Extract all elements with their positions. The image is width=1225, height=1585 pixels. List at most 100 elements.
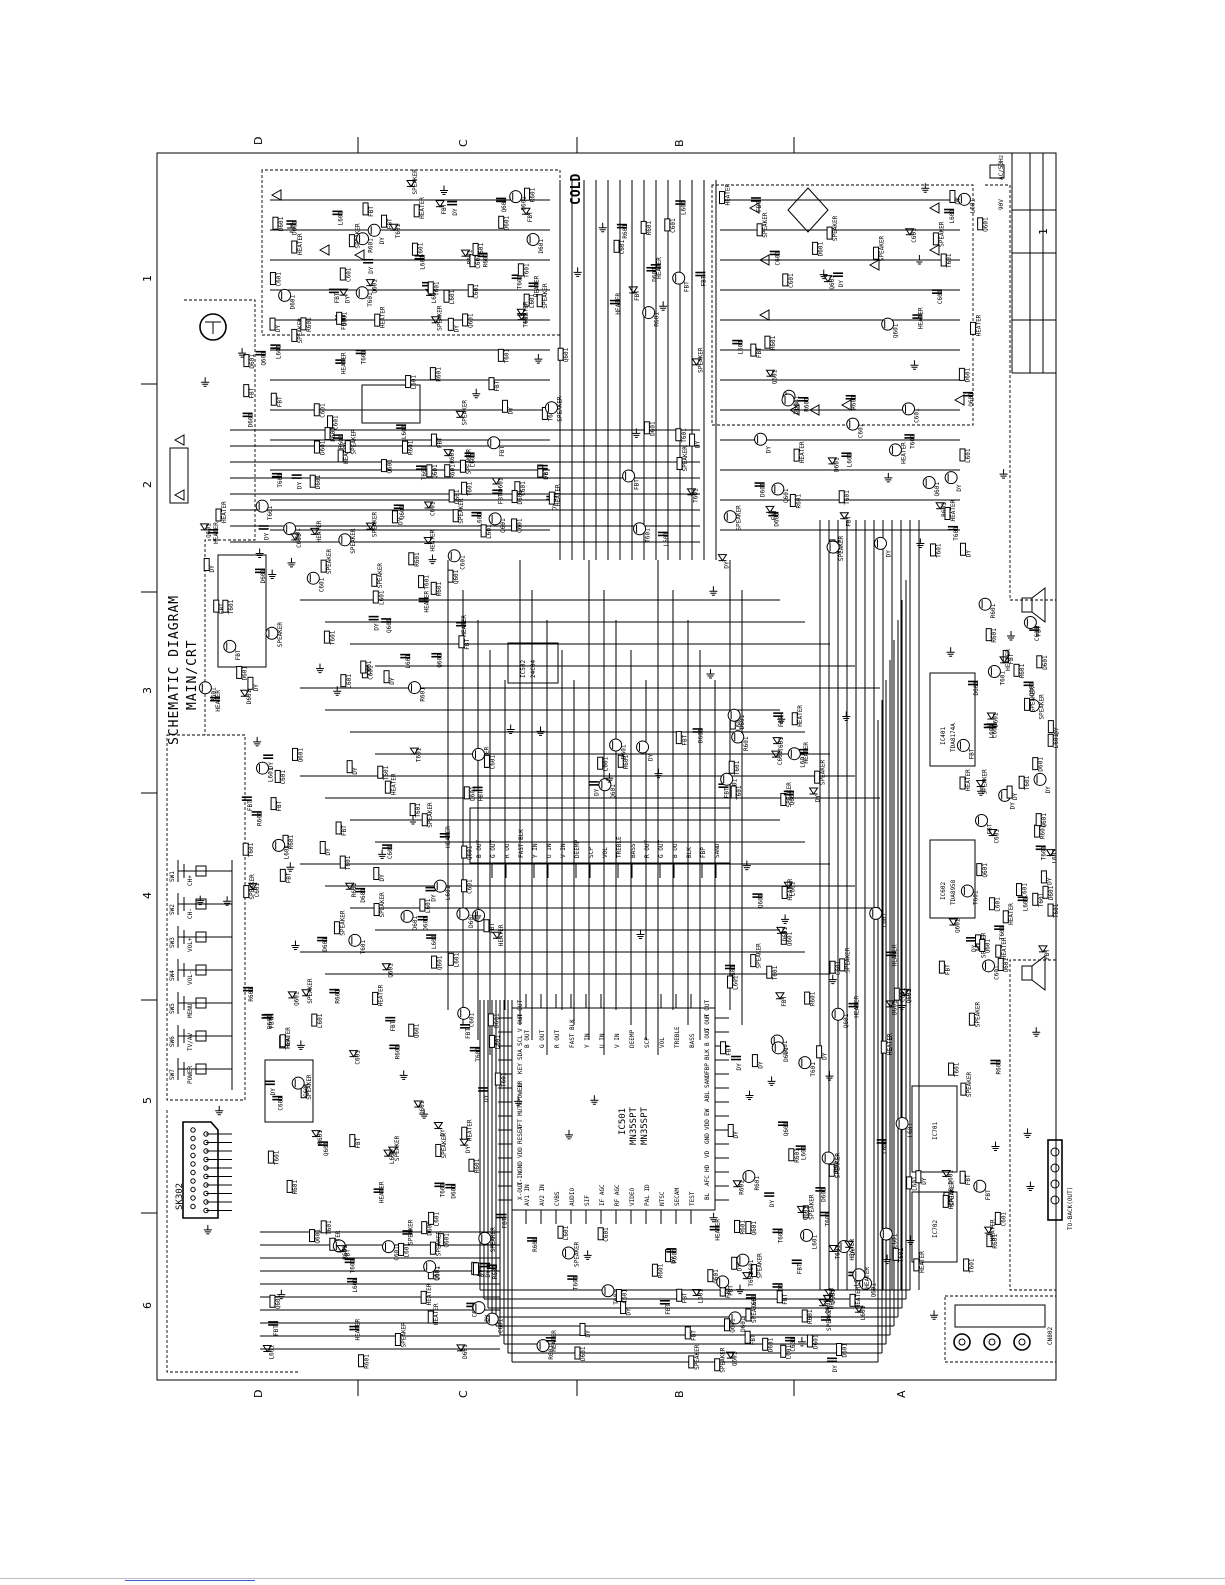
resistor [750,343,757,357]
key-resistor [195,865,207,877]
diode [389,223,399,232]
part-ref: FBT [665,1304,672,1315]
part-ref: DY [1045,786,1052,794]
part-ref: D601 [538,239,545,254]
ic-pin-label: AV2 IN [539,1184,546,1206]
resistor [270,797,277,811]
resistor [574,1346,581,1360]
resistor [243,354,250,368]
part-ref: C601 [899,987,906,1002]
part-ref: R601 [292,1180,299,1195]
ic-pin-label: IF AGC [599,1184,606,1206]
diode [433,1121,444,1130]
diode [435,200,445,208]
part-ref: Q601 [771,369,778,384]
ground [420,1109,429,1119]
part-ref: C601 [881,913,888,928]
resistor [362,202,369,216]
ic-pin-label: B OUT [704,1028,711,1046]
resistor [279,1034,286,1048]
ic-pin-label: X-IN [517,1171,524,1186]
resistor [730,785,737,799]
part-ref: T601 [467,481,474,496]
av-out-label: TO-BACK(OUT) [1067,1187,1074,1230]
resistor [274,769,281,783]
resistor [337,449,344,463]
part-ref: DY [723,561,730,569]
resistor [723,1318,730,1332]
part-ref: C601 [1022,883,1029,898]
resistor [780,792,787,806]
part-ref: T601 [433,281,440,296]
part-ref: R601 [990,603,997,618]
ground-symbols [196,183,1041,1347]
part-ref: L601 [431,934,438,949]
ground [583,1250,592,1260]
resistor [447,569,454,583]
key-ref: SW5 [169,1003,176,1014]
part-ref: SPEAKER [339,910,346,936]
part-ref: L601 [317,1013,324,1028]
resistor [489,1034,496,1048]
part-ref: T601 [572,1275,579,1290]
resistor [541,406,548,420]
ground [201,377,210,387]
resistor [483,919,490,933]
resistor [339,855,346,869]
ic401-ref: IC401 [940,727,947,745]
ground [709,1212,718,1223]
part-ref: FBT [219,603,226,614]
ic-eeprom: IC502 24C04 [507,642,559,684]
part-ref: FBT [268,1017,275,1028]
part-ref: FBT [527,211,534,222]
resistor [718,191,725,205]
part-ref: R601 [803,397,810,412]
part-ref: HEATER [849,1239,856,1261]
part-ref: Q601 [789,791,796,806]
part-ref: D601 [820,1187,827,1202]
part-ref: R601 [334,989,341,1004]
part-ref: L601 [346,674,353,689]
ic502-ref: IC502 [520,660,527,678]
diode [822,275,833,283]
ground [709,586,718,596]
ground [287,223,296,233]
ground [915,254,924,265]
part-ref: HEATER [551,1330,558,1352]
speaker-symbols [1021,586,1046,992]
part-ref: DY [769,1199,776,1207]
resistor [309,1229,316,1243]
resistor [1047,903,1054,917]
part-ref: T601 [1024,775,1031,790]
resistor [427,281,434,295]
resistor [462,313,469,327]
scart-pin [190,1144,196,1150]
part-ref: C601 [790,1337,797,1352]
diode [336,1245,347,1253]
part-ref: D601 [462,1344,469,1359]
resistor [286,1179,293,1193]
part-ref: FBT [285,872,292,883]
ic-pin-label: POWER [517,1084,524,1102]
part-ref: L601 [411,375,418,390]
resistor [1040,870,1047,884]
transistor [944,471,958,485]
part-ref: Q601 [521,196,528,211]
ic-pin-label: NTSC [659,1191,666,1206]
part-ref: T601 [844,490,851,505]
part-ref: C601 [277,1096,284,1111]
part-ref: HEATER [1008,903,1015,925]
part-ref: DY [850,1248,857,1256]
resistor [958,367,965,381]
part-ref: Q601 [371,279,378,294]
resistor [419,898,426,912]
diode [818,1299,829,1307]
part-ref: HEATER [354,1318,361,1340]
part-ref: T601 [326,1220,333,1235]
part-ref: FBT [684,281,691,292]
resistor [429,1241,436,1255]
ic-pin-label: AFT [517,1119,524,1130]
resistor [243,384,250,398]
part-ref: DY [832,1365,839,1373]
